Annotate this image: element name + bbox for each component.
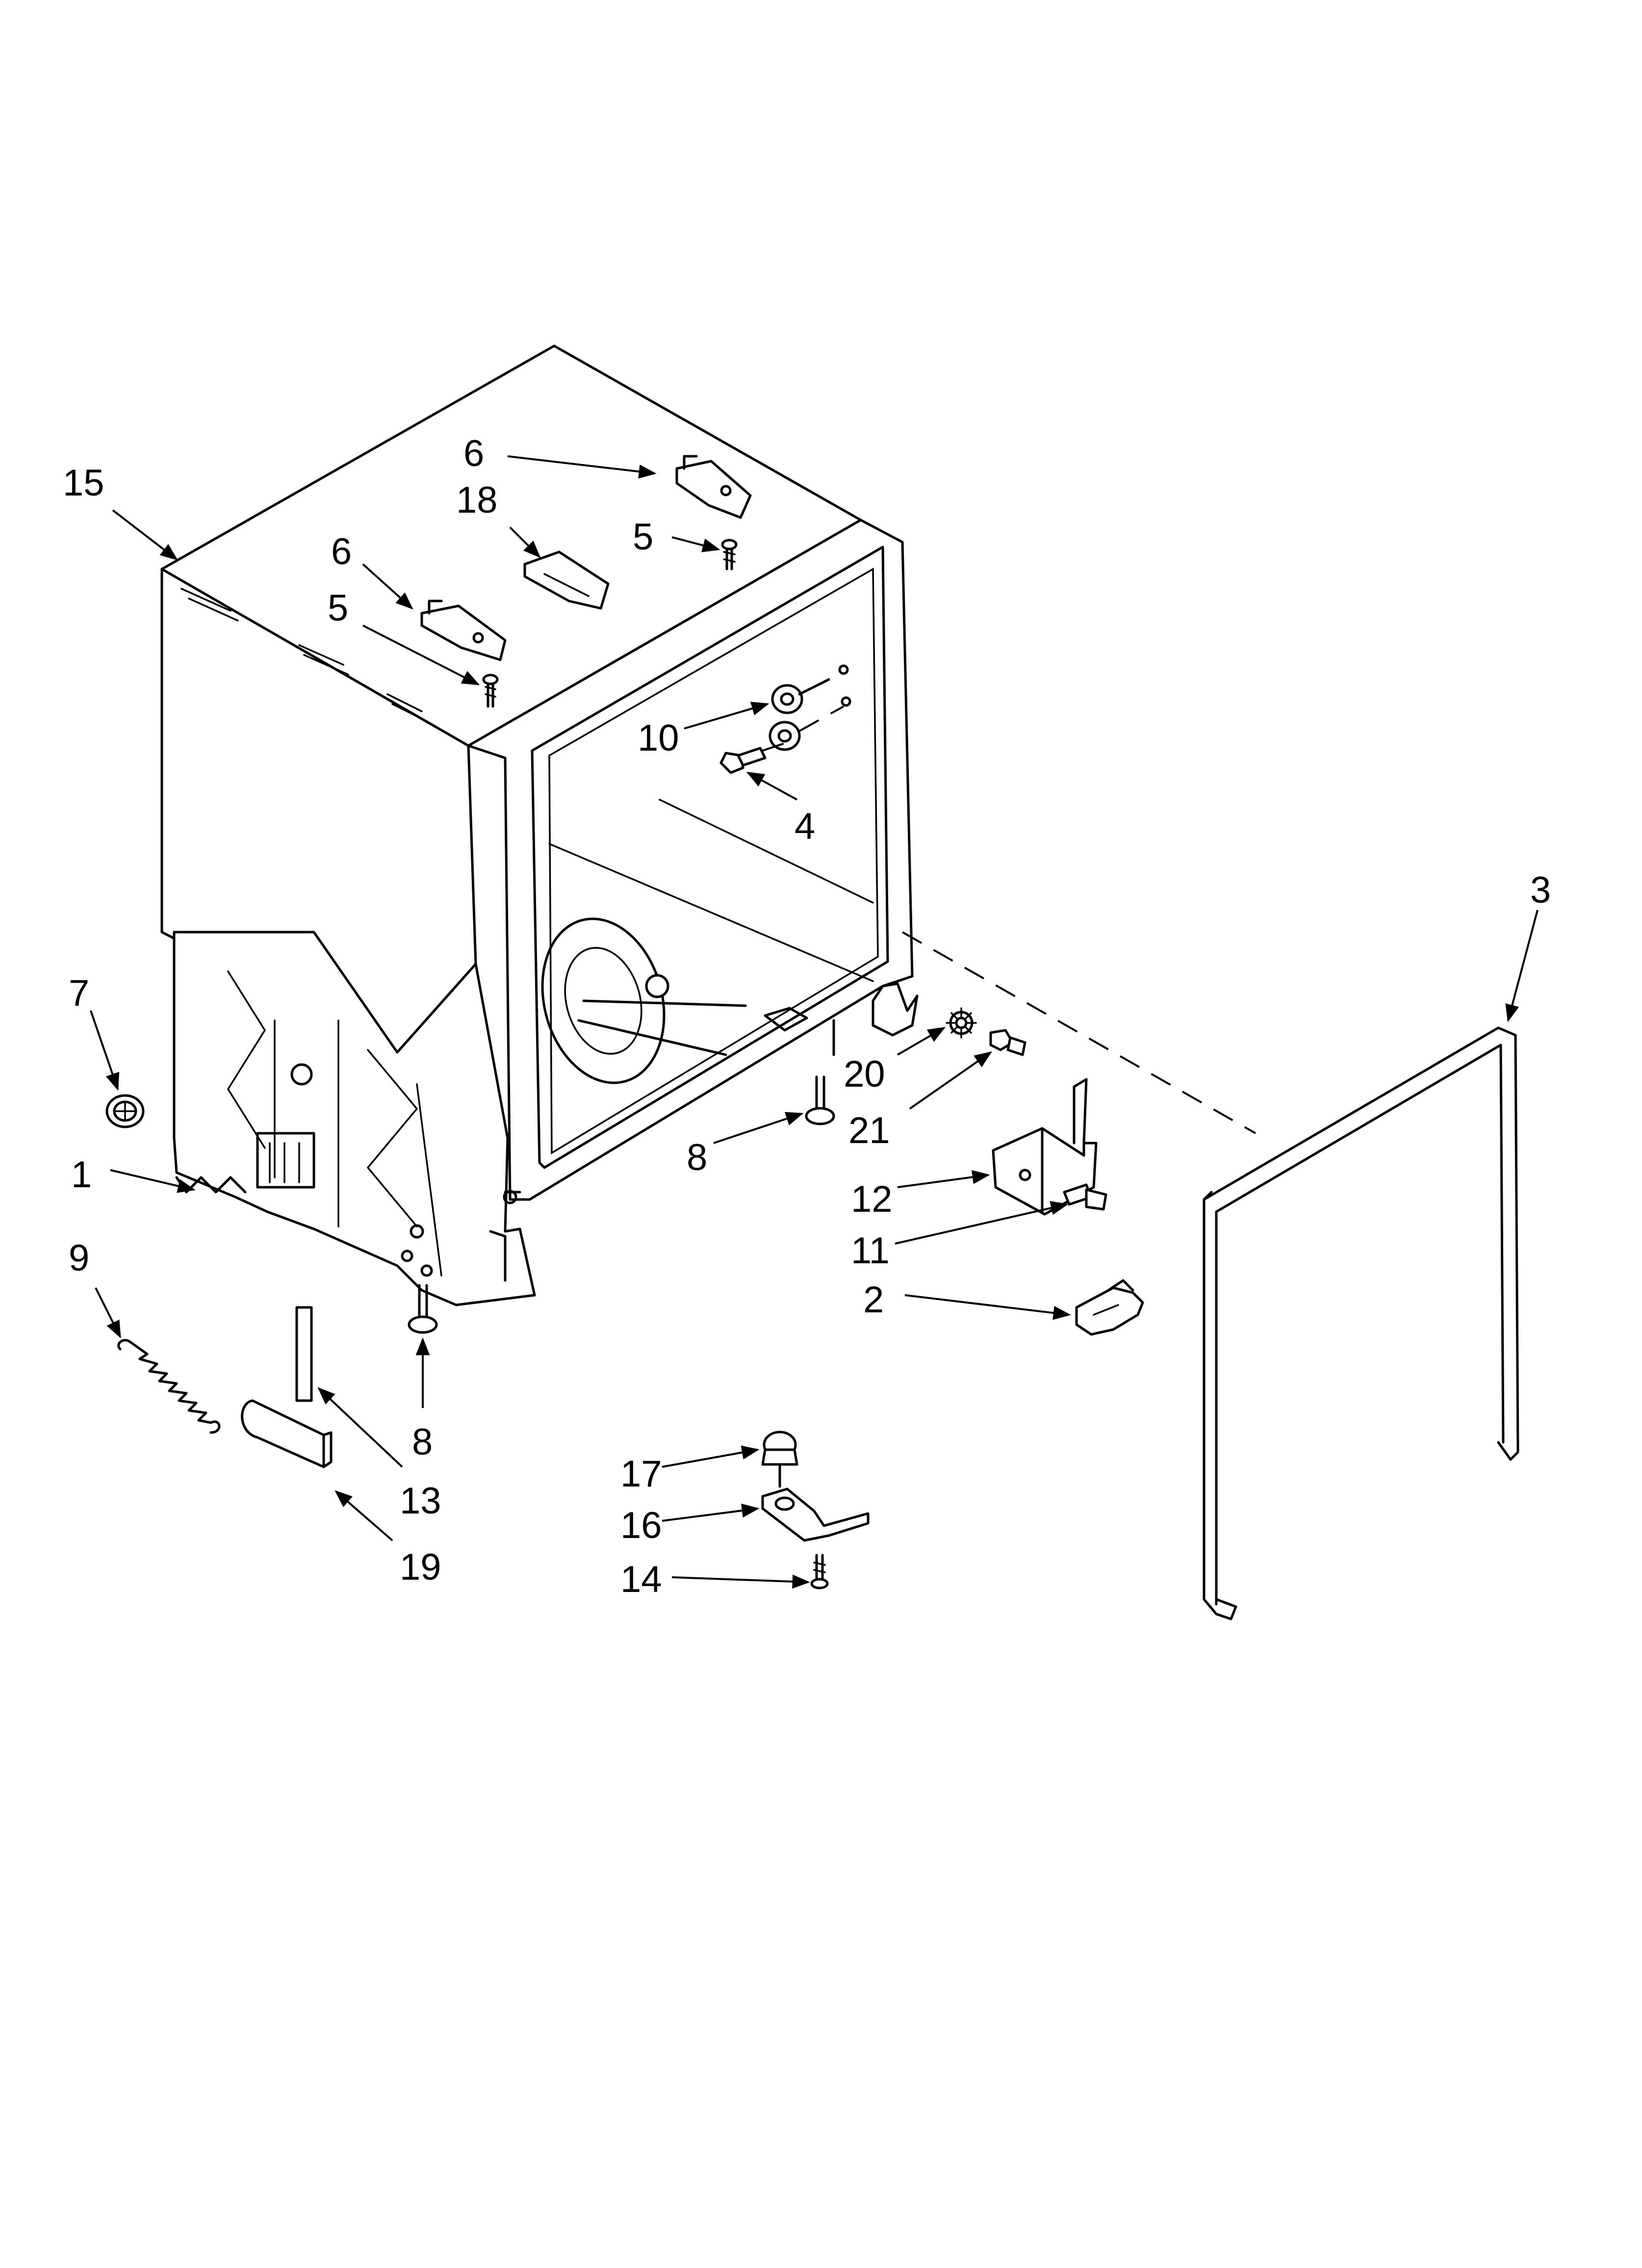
label-2: 2 [863,1279,884,1321]
label-17: 17 [620,1453,662,1495]
label-21: 21 [848,1110,890,1151]
label-18: 18 [456,479,498,521]
label-5-lower: 5 [328,587,348,629]
label-6-upper: 6 [463,433,484,474]
screw-21 [989,1029,1026,1056]
label-10: 10 [638,717,679,759]
label-16: 16 [620,1505,662,1546]
clip-18 [523,550,610,610]
cap-7 [105,1094,145,1128]
leader-lines [90,455,1539,1589]
screw-5-upper [721,539,738,571]
spring-9 [117,1339,221,1434]
label-9: 9 [69,1237,89,1279]
screw-11 [1063,1183,1107,1211]
bracket-16 [761,1487,870,1542]
cover-19 [241,1399,333,1468]
hinge-bracket-upper [675,455,752,519]
label-7: 7 [69,972,89,1014]
thermostat-17 [761,1431,798,1488]
label-20: 20 [844,1053,885,1095]
leveling-leg-8-right [805,1075,835,1125]
part-number-labels: 15 6 18 5 6 5 10 4 3 7 20 21 1 8 12 11 9… [63,433,1551,1600]
label-11: 11 [851,1230,890,1272]
label-4: 4 [795,806,815,847]
roller-10 [769,664,851,751]
label-15: 15 [63,462,104,504]
star-washer-20 [946,1007,977,1039]
screw-14 [810,1554,829,1590]
alignment-dashed-line [902,931,1256,1134]
label-8-left: 8 [412,1421,433,1463]
label-12: 12 [851,1178,893,1220]
bolt-4 [719,742,785,774]
label-3: 3 [1530,869,1551,911]
label-6-lower: 6 [331,531,352,573]
label-1: 1 [71,1154,92,1196]
leveling-leg-8-left [408,1284,438,1334]
hinge-bracket-lower [420,600,507,661]
label-14: 14 [620,1559,662,1600]
label-13: 13 [400,1480,441,1522]
screw-5-lower [482,674,499,708]
label-8-right: 8 [687,1137,707,1178]
strip-13 [295,1306,313,1402]
label-19: 19 [400,1546,441,1588]
label-5-upper: 5 [633,516,653,558]
latch-2 [1075,1279,1144,1336]
door-gasket-3 [1203,1026,1519,1620]
